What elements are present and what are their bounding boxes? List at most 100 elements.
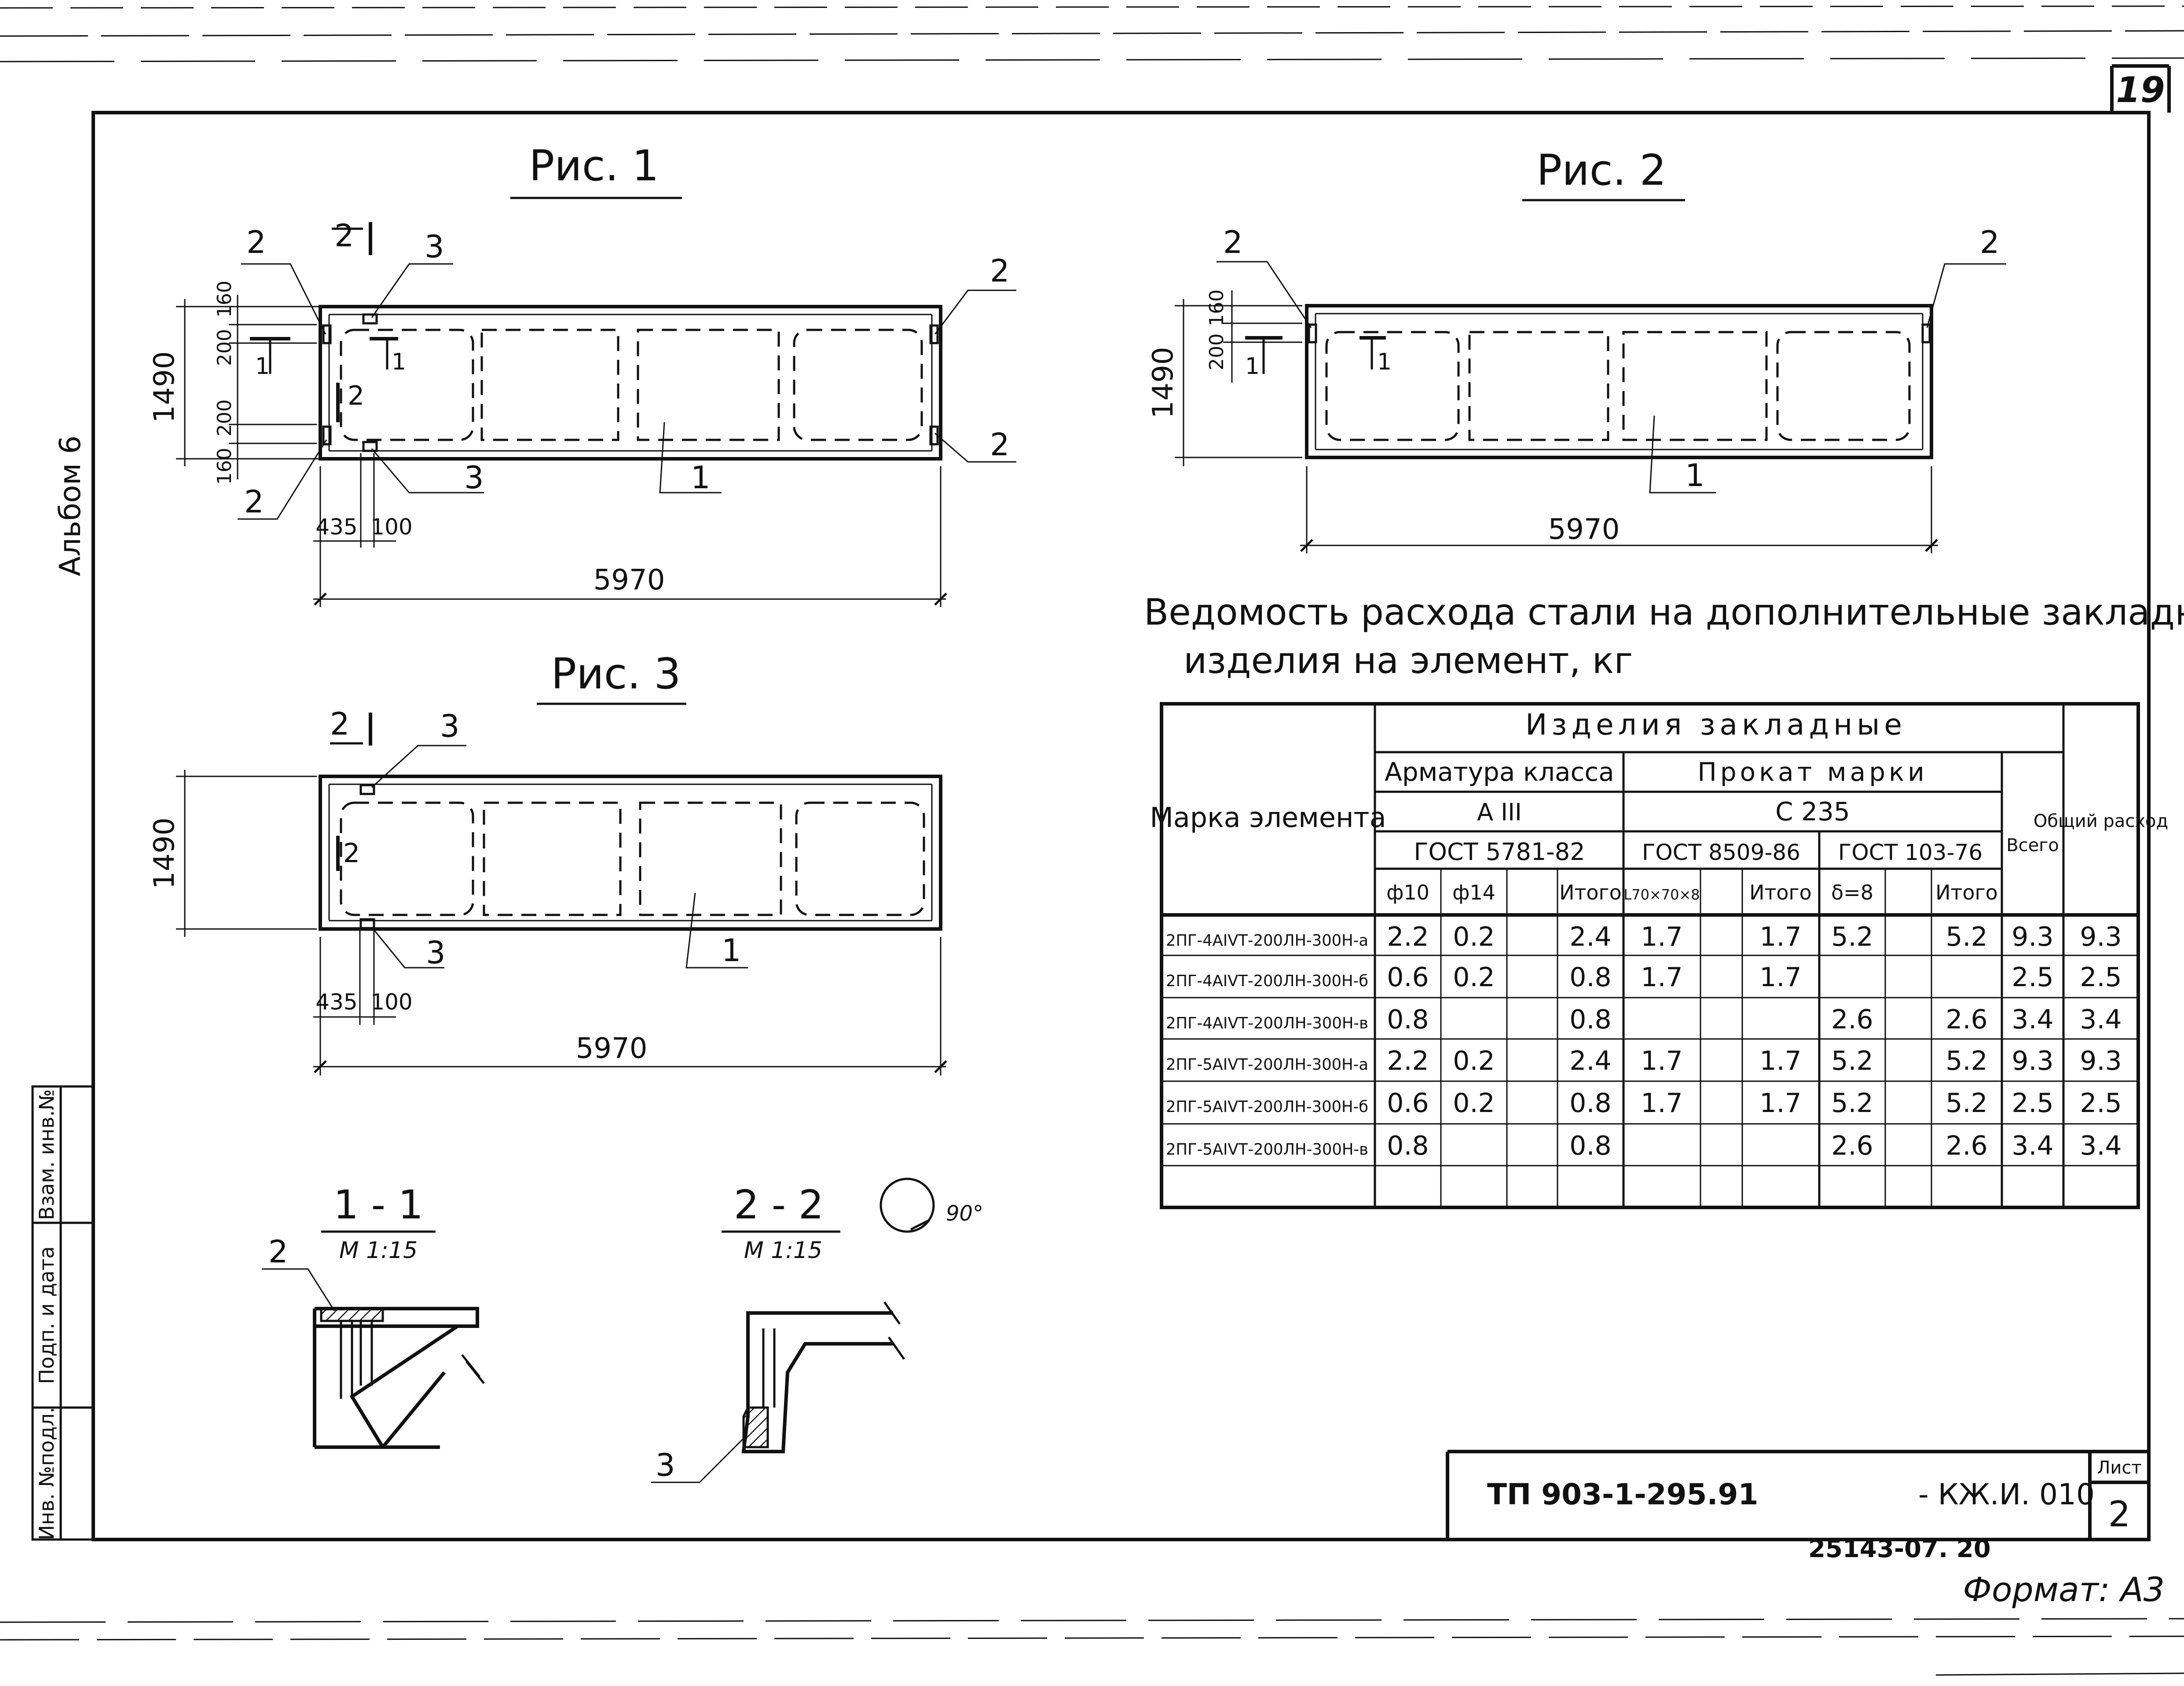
- table-cell-total: 2.5: [2012, 962, 2053, 993]
- fig2-callout-1: 1: [1685, 457, 1705, 494]
- th-total: Всего: [2006, 835, 2059, 856]
- sheet-frame: [92, 111, 2151, 1541]
- table-title-line1: Ведомость расхода стали на дополнительны…: [1144, 592, 2184, 633]
- table-cell-total: 9.3: [2012, 1046, 2053, 1076]
- fig3-section-2: 2: [330, 706, 350, 742]
- th-items: Изделия закладные: [1525, 708, 1906, 742]
- fig1-callouts: 2 3 2 2 3 2 1: [238, 224, 1016, 520]
- stamp-replace-inv: Взам. инв.№: [35, 1089, 59, 1220]
- fig1-section-2b: 2: [348, 380, 364, 411]
- table-cell: 0.8: [1569, 1130, 1611, 1161]
- table-cell: 1.7: [1759, 1088, 1801, 1119]
- row-mark: 2ПГ-4АIVТ-200ЛН-300Н-в: [1166, 1014, 1368, 1032]
- th-rolled-gost1: ГОСТ 8509-86: [1642, 840, 1800, 865]
- table-cell: 0.2: [1453, 922, 1495, 952]
- scan-edge-bottom: [0, 1618, 2184, 1676]
- th-col-4: L70×70×8: [1623, 886, 1700, 903]
- section22-title: 2 - 2: [734, 1182, 824, 1228]
- fig2-dim-160: 160: [1206, 289, 1228, 326]
- fig1-dim-length-label: 5970: [594, 564, 665, 596]
- table-cell: 0.8: [1569, 1004, 1611, 1035]
- table-cell: 2.2: [1387, 922, 1429, 952]
- th-rolled-gost2: ГОСТ 103-76: [1838, 840, 1982, 865]
- th-col-6: Итого: [1749, 881, 1812, 904]
- th-mark: Марка элемента: [1150, 801, 1386, 834]
- scan-edge-top: [0, 5, 2184, 62]
- fig3-section-2b: 2: [343, 838, 360, 869]
- stamp-inv-no: Инв. №подл.: [35, 1407, 59, 1540]
- table-cell: 2.4: [1569, 1046, 1611, 1076]
- section11-profile: [313, 1307, 485, 1449]
- table-cell-total: 3.4: [2012, 1130, 2053, 1161]
- fig2-callout-2b: 2: [1980, 224, 2000, 260]
- fig1-callout-3a: 3: [425, 229, 444, 265]
- fig3-dim-length-label: 5970: [576, 1032, 648, 1065]
- th-rebar-class: Арматура класса: [1385, 757, 1614, 787]
- section22-rotation: 90°: [946, 1201, 983, 1226]
- fig1-callout-2a: 2: [246, 224, 266, 260]
- table-cell: 1.7: [1641, 1046, 1682, 1076]
- row-mark: 2ПГ-4АIVТ-200ЛН-300Н-а: [1166, 932, 1368, 950]
- album-label: Альбом 6: [53, 435, 87, 576]
- th-col-1: ф14: [1452, 881, 1495, 904]
- fig2-dim-200: 200: [1206, 333, 1228, 370]
- table-cell-total: 2.5: [2012, 1088, 2053, 1119]
- section22-profile: [741, 1301, 905, 1453]
- title-block: ТП 903-1-295.91 - КЖ.И. 010 Лист 2: [1446, 1450, 2149, 1540]
- title-sheet-value: 2: [2108, 1494, 2131, 1535]
- sheet-number-box: 19: [2110, 64, 2171, 113]
- table-cell: 0.2: [1453, 1046, 1495, 1076]
- fig1-dim-200-bot: 200: [213, 399, 236, 436]
- fig3-dim-height: 1490: [148, 770, 317, 937]
- table-cell-total: 9.3: [2012, 922, 2053, 952]
- fig3-dim-length: 5970: [313, 937, 947, 1075]
- table-cell-total: 3.4: [2012, 1004, 2053, 1035]
- fig2-section-1: 1: [1245, 353, 1260, 380]
- side-stamp: Взам. инв.№ Подп. и дата Инв. №подл.: [31, 1085, 95, 1541]
- row-mark: 2ПГ-5АIVТ-200ЛН-300Н-в: [1166, 1141, 1368, 1159]
- table-cell: 5.2: [1831, 922, 1873, 952]
- fig3-dim-100: 100: [370, 989, 412, 1015]
- fig3-dim-435: 435: [315, 989, 357, 1015]
- fig1-dim-160-bot: 160: [213, 448, 236, 485]
- fig2-slab: [1305, 304, 1933, 459]
- fig2-title: Рис. 2: [1536, 146, 1666, 195]
- fig1-callout-2c: 2: [990, 427, 1010, 463]
- title-sheet-label: Лист: [2097, 1458, 2141, 1478]
- th-col-7: δ=8: [1831, 881, 1873, 904]
- row-mark: 2ПГ-5АIVТ-200ЛН-300Н-б: [1166, 1098, 1368, 1116]
- th-col-0: ф10: [1386, 881, 1429, 904]
- table-cell: 1.7: [1641, 962, 1682, 993]
- table-cell: 1.7: [1759, 962, 1801, 993]
- table-cell: 0.8: [1569, 1088, 1611, 1119]
- table-cell: 0.2: [1453, 1088, 1495, 1119]
- section11-scale: М 1:15: [339, 1237, 418, 1264]
- table-cell: 0.2: [1453, 962, 1495, 993]
- fig2-dim-height-label: 1490: [1147, 347, 1180, 419]
- fig1-callout-1: 1: [691, 460, 711, 496]
- table-cell: 0.8: [1569, 962, 1611, 993]
- figure-2: Рис. 2 5970 1490: [1147, 146, 2006, 553]
- fig2-callouts: 2 2 1: [1217, 224, 2006, 494]
- fig1-callout-2d: 2: [244, 484, 264, 520]
- figure-3: Рис. 3 5970 435 10: [148, 649, 947, 1075]
- th-rolled-grade: С 235: [1775, 797, 1850, 827]
- fig2-section-1b: 1: [1377, 349, 1392, 375]
- fig3-dim-offsets: 435 100: [313, 930, 413, 1025]
- section-1-1: 1 - 1 М 1:15 2: [262, 1182, 485, 1449]
- table-cell: 5.2: [1946, 1088, 1987, 1119]
- fig1-dim-100: 100: [370, 514, 412, 540]
- fig3-section-marks: 2 2: [330, 706, 372, 871]
- fig1-dim-length: 5970: [313, 466, 947, 607]
- fig1-dim-offsets: 435 100: [313, 453, 413, 548]
- fig1-callout-2b: 2: [990, 253, 1010, 289]
- th-col-9: Итого: [1935, 881, 1998, 904]
- fig3-title: Рис. 3: [551, 649, 681, 699]
- archive-number: 25143-07. 20: [1808, 1535, 1991, 1563]
- table-cell-overall: 2.5: [2080, 962, 2122, 993]
- figure-1: Рис. 1 5970: [148, 141, 1016, 607]
- row-mark: 2ПГ-4АIVТ-200ЛН-300Н-б: [1166, 972, 1368, 990]
